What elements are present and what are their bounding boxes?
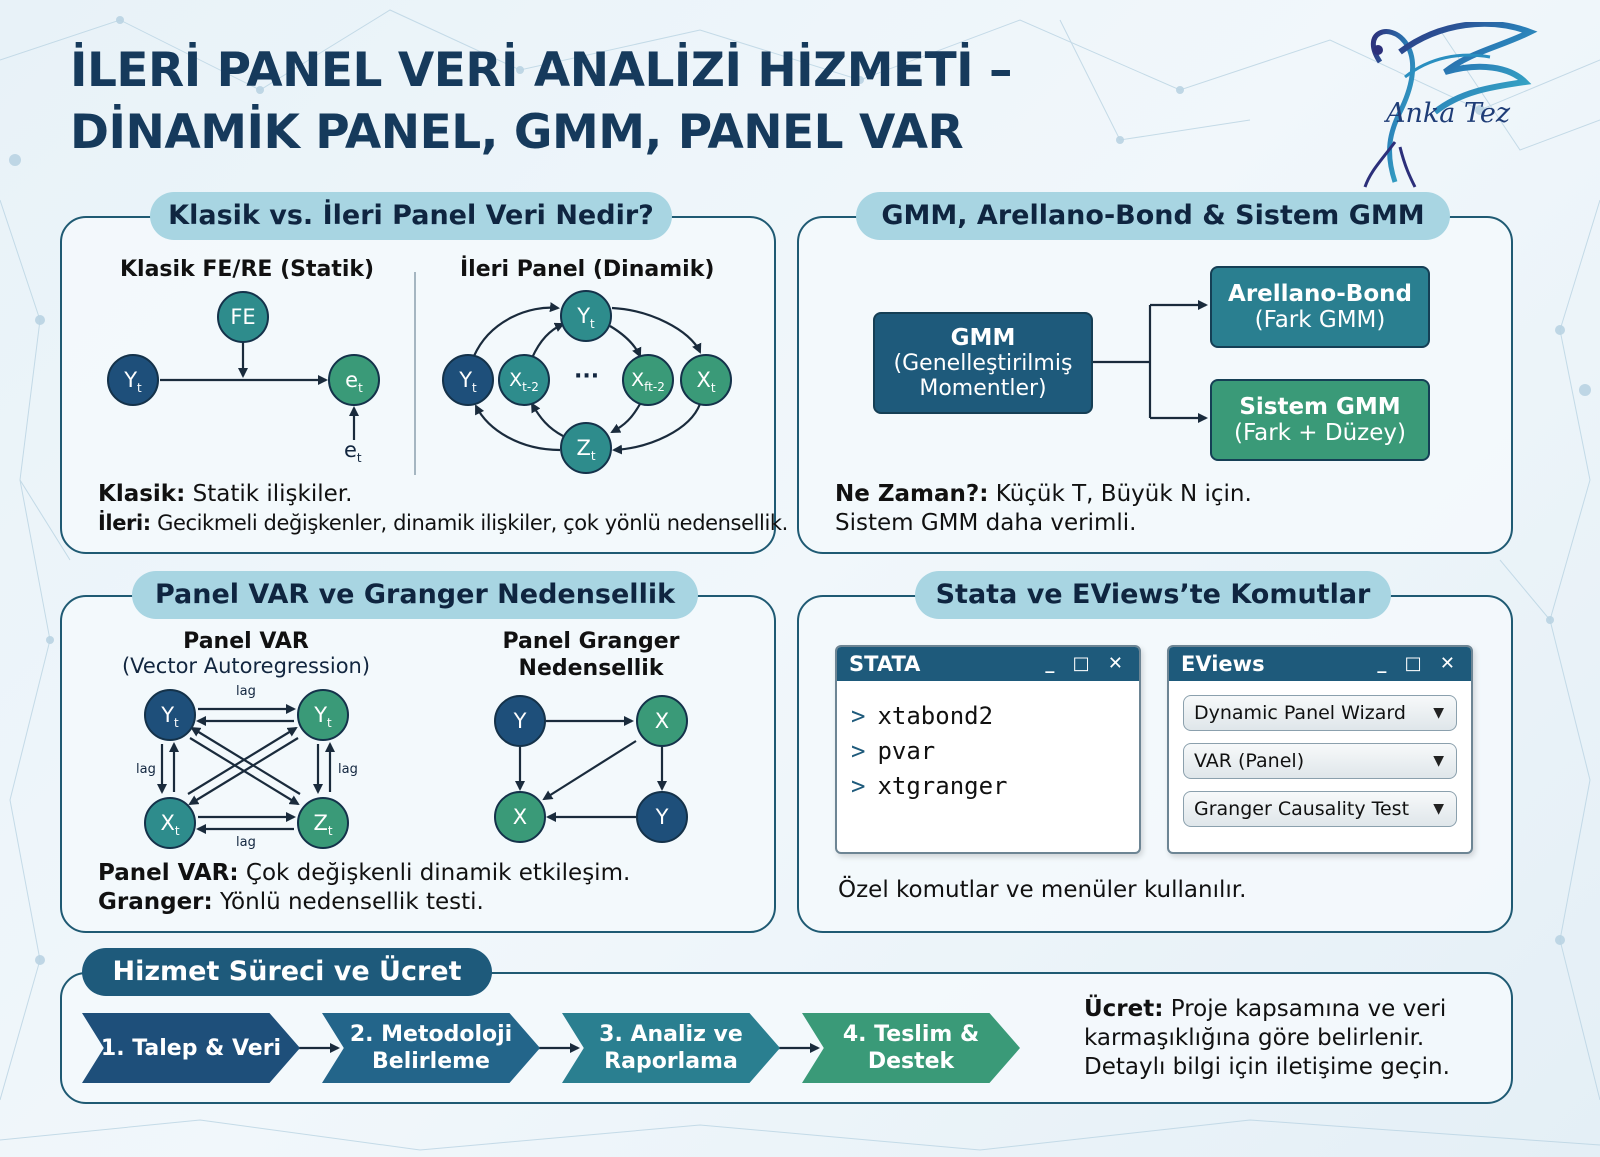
panel-1-desc-2: İleri: Gecikmeli değişkenler, dinamik il… [98, 511, 788, 535]
step-1: 1. Talep & Veri [82, 1013, 300, 1083]
phoenix-icon [1363, 22, 1538, 188]
eviews-window[interactable]: EViews _ □ ✕ Dynamic Panel Wizard▼ VAR (… [1167, 645, 1473, 854]
node-xft-2: Xft-2 [631, 369, 665, 394]
stata-command[interactable]: >xtabond2 [851, 702, 994, 730]
panel-2-desc-2: Sistem GMM daha verimli. [835, 510, 1137, 536]
step-4: 4. Teslim &Destek [802, 1013, 1020, 1083]
prompt-icon: > [851, 772, 866, 800]
granger-node-x-top: X [654, 709, 670, 733]
arellano-bond-box: Arellano-Bond (Fark GMM) [1210, 266, 1430, 348]
granger-node-x-bottom: X [512, 805, 528, 829]
classic-fe-re-title: Klasik FE/RE (Statik) [120, 257, 375, 282]
title-line-2: DİNAMİK PANEL, GMM, PANEL VAR [70, 105, 964, 160]
node-yt-left: Yt [124, 368, 142, 396]
panel-1-header: Klasik vs. İleri Panel Veri Nedir? [150, 192, 672, 240]
node-fe [217, 291, 269, 343]
prompt-icon: > [851, 737, 866, 765]
panel-5-header: Hizmet Süreci ve Ücret [82, 948, 492, 996]
logo-text: Anka Tez [1386, 98, 1511, 129]
gmm-box: GMM (Genelleştirilmiş Momentler) [873, 312, 1093, 414]
eviews-title-bar: EViews _ □ ✕ [1169, 647, 1471, 681]
chevron-down-icon: ▼ [1433, 753, 1444, 769]
var-node-yt-right: Yt [314, 703, 332, 731]
node-zt: Zt [576, 436, 596, 464]
panel-4-desc: Özel komutlar ve menüler kullanılır. [838, 877, 1247, 903]
stata-command[interactable]: >pvar [851, 737, 936, 765]
page-title: İLERİ PANEL VERİ ANALİZİ HİZMETİ – DİNAM… [70, 40, 1013, 164]
stata-title-bar: STATA _ □ ✕ [837, 647, 1139, 681]
node-yt-top: Yt [577, 304, 595, 332]
node-fe-label: FE [230, 305, 256, 329]
granger-node-y-bottom: Y [655, 805, 669, 829]
panel-3-desc-2: Granger: Yönlü nedensellik testi. [98, 889, 484, 915]
var-node-yt-left: Yt [161, 703, 179, 731]
prompt-icon: > [851, 702, 866, 730]
eviews-menu-dropdown[interactable]: Dynamic Panel Wizard▼ [1183, 695, 1457, 731]
ellipsis-label: ··· [574, 364, 600, 389]
error-term-label: et [344, 438, 362, 466]
chevron-down-icon: ▼ [1433, 705, 1444, 721]
panel-granger-title-1: Panel Granger [502, 629, 680, 654]
var-node-zt: Zt [313, 811, 333, 839]
panel-var-title: Panel VAR [183, 629, 309, 654]
panel-var-granger [60, 595, 776, 933]
panel-3-desc-1: Panel VAR: Çok değişkenli dinamik etkile… [98, 860, 631, 886]
system-gmm-box: Sistem GMM (Fark + Düzey) [1210, 379, 1430, 461]
granger-node-y-top: Y [513, 709, 527, 733]
eviews-menu-dropdown[interactable]: Granger Causality Test▼ [1183, 791, 1457, 827]
lag-label-right: lag [338, 762, 358, 777]
lag-label-left: lag [136, 762, 156, 777]
panel-var-subtitle: (Vector Autoregression) [121, 654, 371, 678]
fee-text: Ücret: Proje kapsamına ve veri karmaşıkl… [1084, 996, 1450, 1080]
chevron-down-icon: ▼ [1433, 801, 1444, 817]
panel-1-desc-1: Klasik: Statik ilişkiler. [98, 481, 353, 507]
stata-command[interactable]: >xtgranger [851, 772, 1008, 800]
panel-4-header: Stata ve EViews’te Komutlar [915, 571, 1391, 619]
node-yt-right-panel: Yt [459, 368, 477, 396]
panel-2-header: GMM, Arellano-Bond & Sistem GMM [856, 192, 1450, 240]
eviews-menu-dropdown[interactable]: VAR (Panel)▼ [1183, 743, 1457, 779]
stata-window[interactable]: STATA _ □ ✕ >xtabond2 >pvar >xtgranger [835, 645, 1141, 854]
panel-granger-title-2: Nedensellik [518, 656, 664, 681]
window-controls-icon[interactable]: _ □ ✕ [1045, 653, 1129, 674]
window-controls-icon[interactable]: _ □ ✕ [1377, 653, 1461, 674]
node-et: et [345, 368, 363, 396]
node-xt: Xt [696, 368, 716, 396]
advanced-panel-title: İleri Panel (Dinamik) [460, 257, 715, 282]
title-line-1: İLERİ PANEL VERİ ANALİZİ HİZMETİ – [70, 43, 1013, 98]
panel-3-header: Panel VAR ve Granger Nedensellik [132, 571, 698, 619]
lag-label-bottom: lag [236, 835, 256, 850]
var-node-xt: Xt [160, 811, 180, 839]
node-xt-2: Xt-2 [509, 369, 539, 394]
panel-2-desc-1: Ne Zaman?: Küçük T, Büyük N için. [835, 481, 1252, 507]
lag-label-top: lag [236, 684, 256, 699]
